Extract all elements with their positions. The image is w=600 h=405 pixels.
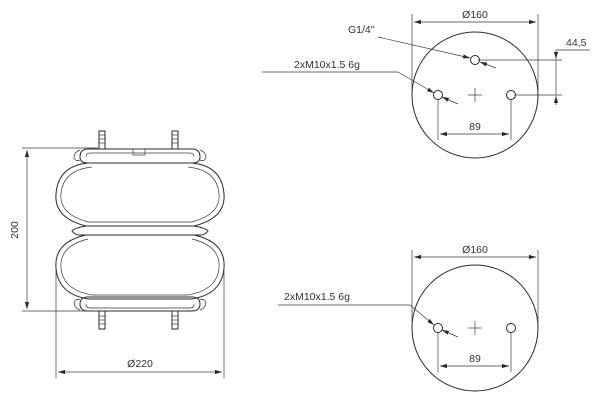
- offset-label: 44,5: [566, 37, 587, 49]
- lower-convolution: [55, 234, 225, 300]
- top-diameter-label: Ø160: [462, 9, 488, 21]
- bottom-plate-outline: [411, 264, 539, 392]
- bottom-stud-right: [171, 310, 179, 330]
- top-stud-label: 2xM10x1.5 6g: [294, 59, 360, 71]
- top-bead-plate: [73, 148, 207, 164]
- side-view: 200 Ø220: [9, 130, 225, 378]
- upper-convolution: [55, 162, 225, 227]
- height-label: 200: [9, 221, 21, 239]
- bottom-bead-plate: [73, 296, 207, 312]
- bottom-stud-hole-left-icon: [433, 323, 443, 333]
- top-stud-right: [171, 130, 179, 150]
- bottom-plate-view: Ø160 2xM10x1.5 6g 89: [278, 244, 539, 392]
- bottom-spacing-label: 89: [469, 353, 481, 365]
- bottom-stud-left: [98, 310, 106, 330]
- top-stud-left: [98, 130, 106, 150]
- height-dimension: 200: [9, 147, 98, 312]
- top-spacing-label: 89: [469, 121, 481, 133]
- top-plate-view: Ø160 G1/4" 2xM10x1.5 6g 44,5 89: [262, 9, 590, 159]
- bottom-stud-label: 2xM10x1.5 6g: [284, 291, 350, 303]
- bottom-stud-hole-right-icon: [506, 323, 516, 333]
- stud-hole-left-icon: [433, 90, 443, 100]
- bottom-diameter-label: Ø160: [462, 244, 488, 256]
- port-label: G1/4": [348, 24, 375, 36]
- diameter-label: Ø220: [127, 358, 153, 370]
- diameter-dimension: Ø220: [55, 270, 225, 378]
- girdle-ring: [71, 225, 209, 236]
